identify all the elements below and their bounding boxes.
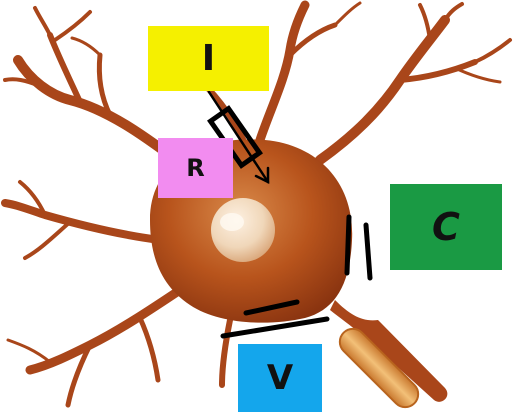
axon — [330, 300, 447, 413]
resistance-label-box: R — [158, 138, 233, 198]
nucleus — [211, 198, 275, 262]
current-label: I — [202, 38, 215, 79]
current-label-box: I — [148, 26, 269, 91]
resistance-label: R — [186, 154, 204, 182]
capacitance-label-box: C — [390, 184, 502, 270]
voltage-label: V — [267, 358, 293, 398]
voltage-label-box: V — [238, 344, 322, 412]
capacitance-label: C — [432, 205, 460, 249]
